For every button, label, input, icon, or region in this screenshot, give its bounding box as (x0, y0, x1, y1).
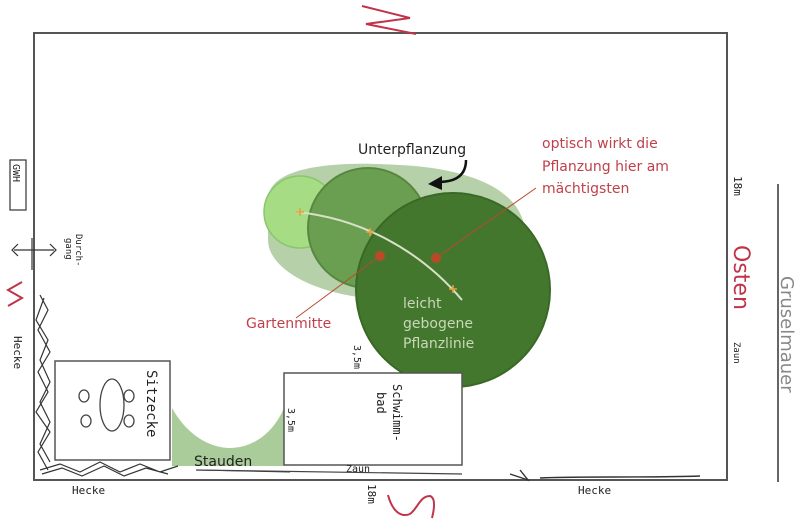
hedge-bottom-left-label: Hecke (72, 484, 105, 497)
hedge-left-label: Hecke (11, 336, 24, 369)
svg-text:Pflanzlinie: Pflanzlinie (403, 336, 474, 352)
dimension-bottom: 18m (365, 484, 378, 504)
svg-text:mächtigsten: mächtigsten (542, 181, 629, 197)
compass-south-glyph (387, 494, 435, 519)
svg-text:Durch-: Durch- (73, 234, 83, 267)
arrow-head-icon (428, 176, 442, 190)
garden-center-label: Gartenmitte (246, 316, 331, 332)
svg-text:optisch wirkt die: optisch wirkt die (542, 136, 658, 152)
fence-bottom-label: Zaun (346, 464, 370, 475)
passage-arrow-icon (11, 238, 57, 270)
perennials-label: Stauden (194, 454, 252, 470)
seating-label: Sitzecke (143, 370, 159, 437)
passage-label: Durch- gang (63, 234, 83, 267)
neighbor-wall-label: Gruselmauer (776, 276, 797, 393)
compass-north: N (0, 0, 1, 1)
svg-text:Pflanzung hier am: Pflanzung hier am (542, 159, 669, 175)
svg-text:gang: gang (63, 238, 73, 260)
svg-text:leicht: leicht (403, 296, 442, 312)
hedge-bottom-left (39, 461, 179, 477)
shed-box (9, 159, 27, 211)
chairs-icon (78, 389, 135, 428)
garden-center-dot (375, 251, 385, 261)
strongest-leader (435, 187, 537, 259)
fence-right-label: Zaun (731, 342, 741, 364)
pond-dimension-top: 3,5m (351, 345, 362, 369)
compass-west: W (0, 0, 1, 1)
seating-area (54, 360, 171, 461)
compass-south: S (0, 0, 1, 1)
compass-north-glyph (361, 5, 417, 35)
plant-markers (296, 208, 457, 293)
compass-east: Osten (728, 245, 753, 310)
swimming-pond (283, 372, 463, 466)
plant-line (295, 211, 463, 301)
svg-text:Schwimm-: Schwimm- (390, 384, 404, 442)
svg-text:gebogene: gebogene (403, 316, 473, 332)
hedge-bottom-right-label: Hecke (578, 484, 611, 497)
strongest-dot (431, 253, 441, 263)
underplanting-label: Unterpflanzung (358, 142, 466, 158)
table-icon (99, 378, 125, 432)
garden-center-leader (295, 255, 381, 319)
hedge-left (35, 294, 51, 471)
dimension-right: 18m (731, 176, 744, 196)
shed-label: GWH (10, 164, 21, 182)
compass-west-glyph (5, 281, 25, 307)
perennial-bed (172, 408, 284, 466)
pond-label: Schwimm- bad (374, 384, 404, 442)
strongest-note: optisch wirkt die Pflanzung hier am mäch… (542, 136, 669, 197)
pond-dimension-left: 3,5m (285, 408, 296, 432)
fence-bottom-line (195, 469, 463, 475)
svg-text:bad: bad (374, 392, 388, 414)
plant-line-label: leicht gebogene Pflanzlinie (403, 296, 474, 352)
hedge-bottom-right (509, 469, 701, 482)
